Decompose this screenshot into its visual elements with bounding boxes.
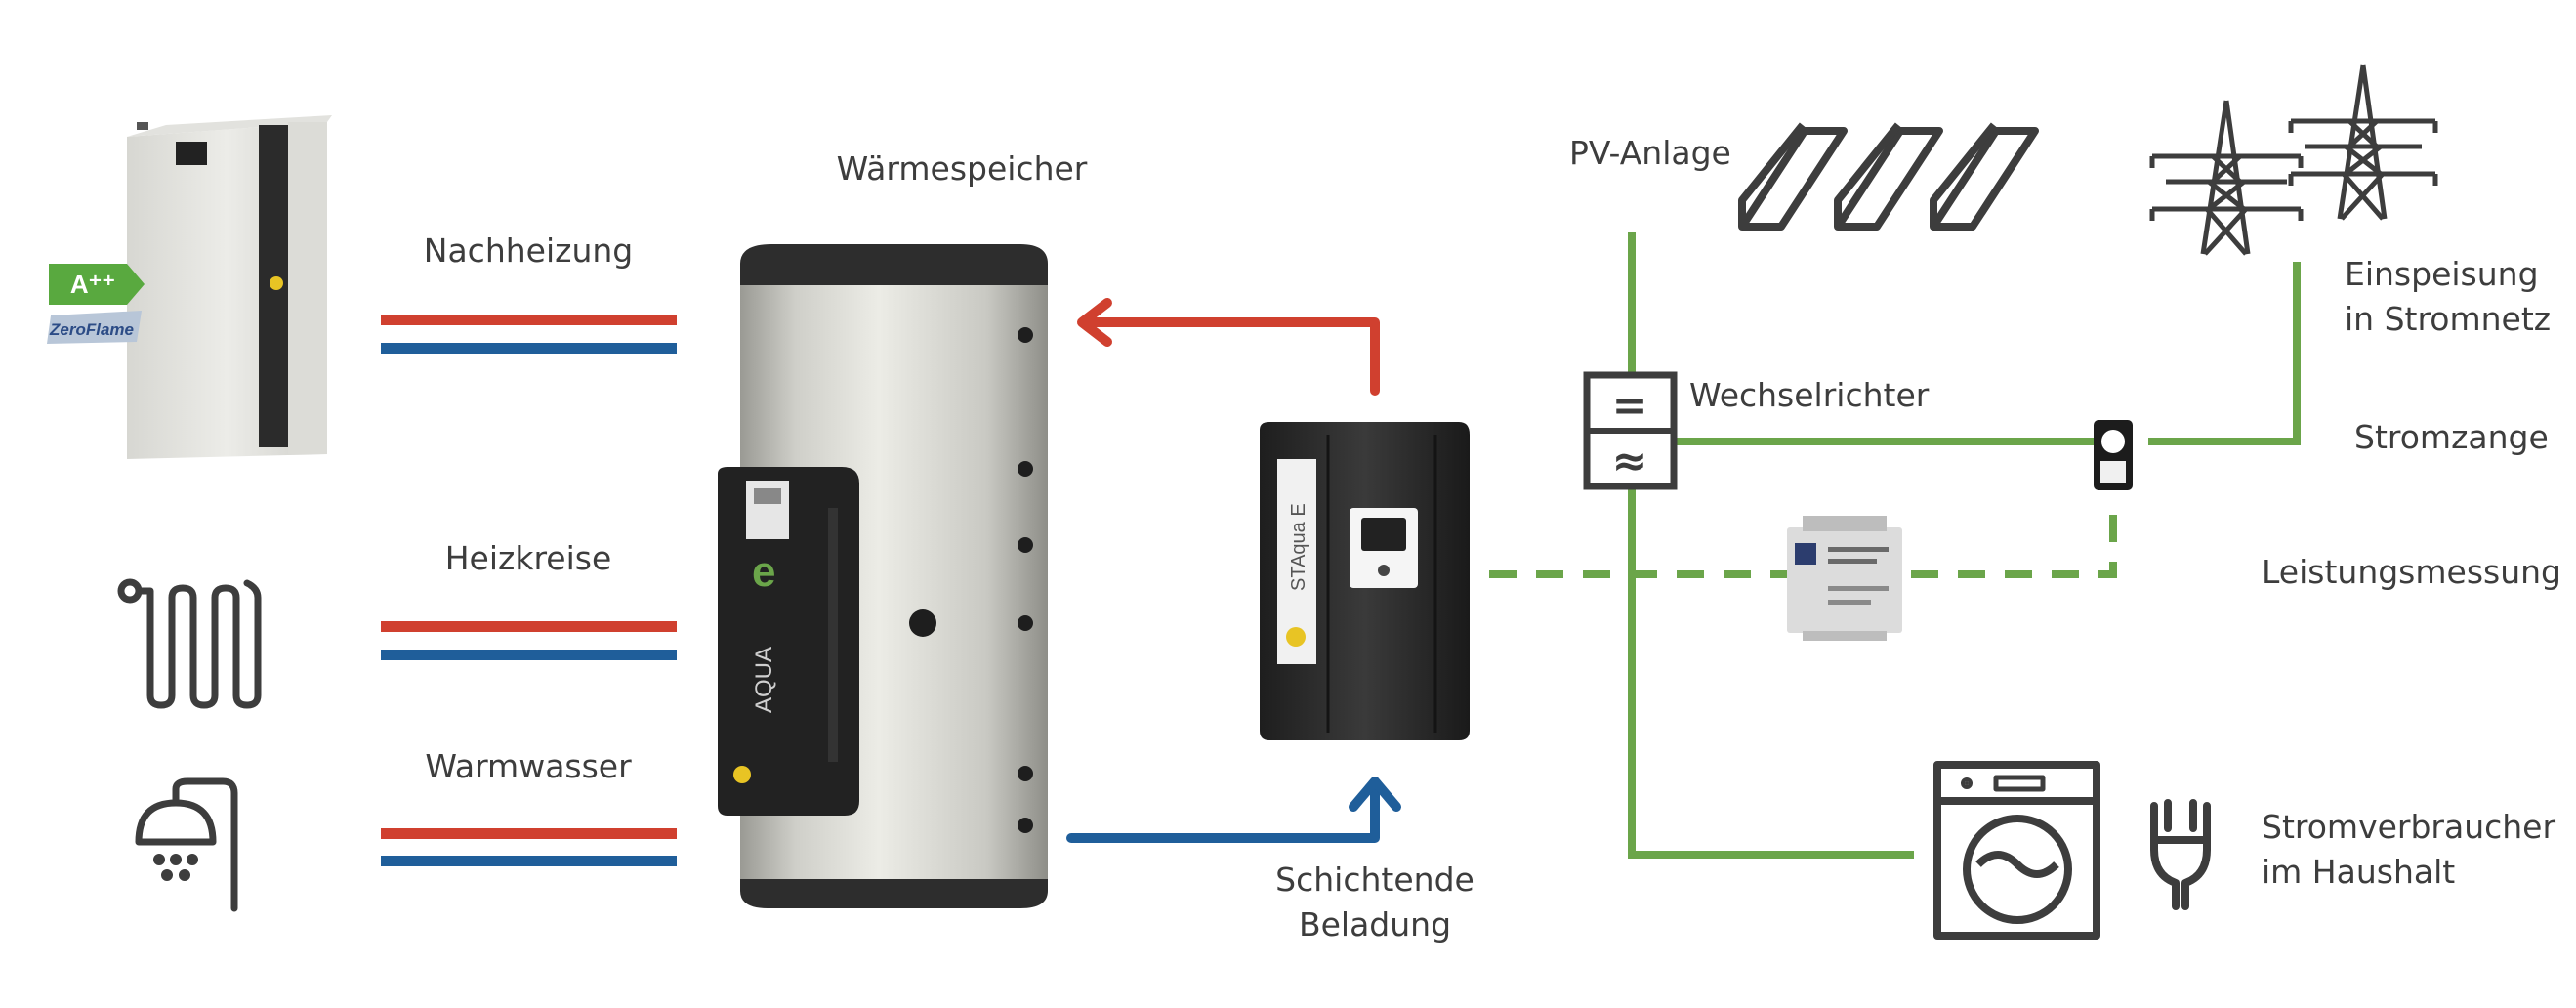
inverter-ac-symbol: ≈ bbox=[1612, 437, 1648, 486]
aqua-brand-text: AQUA bbox=[751, 647, 777, 713]
label-stromzange: Stromzange bbox=[2354, 418, 2549, 456]
clamp-meter-icon bbox=[2094, 420, 2133, 490]
label-wechselrichter: Wechselrichter bbox=[1689, 376, 1930, 414]
pipes-nachheizung bbox=[381, 315, 677, 354]
label-warmwasser: Warmwasser bbox=[425, 747, 632, 785]
power-meter-icon bbox=[1787, 516, 1902, 641]
label-schichtende-beladung: Schichtende Beladung bbox=[1275, 861, 1475, 944]
label-waermespeicher: Wärmespeicher bbox=[836, 149, 1088, 188]
label-stromverbraucher: Stromverbraucher im Haushalt bbox=[2262, 808, 2556, 891]
pipes-warmwasser bbox=[381, 828, 677, 866]
label-einspeisung: Einspeisung in Stromnetz bbox=[2345, 255, 2552, 338]
energy-class-text: A⁺⁺ bbox=[70, 270, 115, 299]
inverter-dc-symbol: = bbox=[1612, 381, 1648, 431]
washing-machine-icon bbox=[1933, 761, 2100, 940]
label-nachheizung: Nachheizung bbox=[423, 231, 634, 270]
solar-panels-icon bbox=[1738, 122, 2039, 231]
pipes-heizkreise bbox=[381, 621, 677, 660]
label-pv-anlage: PV-Anlage bbox=[1569, 134, 1731, 172]
aqua-logo-glyph: e bbox=[752, 548, 775, 596]
electric-lines bbox=[1489, 232, 2301, 859]
pellet-boiler bbox=[127, 115, 332, 459]
cold-flow-arrow bbox=[1066, 777, 1401, 843]
shower-icon bbox=[135, 777, 238, 912]
energy-label-badge: A⁺⁺ ZeroFlame bbox=[47, 264, 145, 344]
radiator-icon bbox=[117, 578, 262, 709]
plug-icon bbox=[2150, 799, 2211, 910]
label-leistungsmessung: Leistungsmessung bbox=[2262, 553, 2561, 591]
staqua-e-unit: STAqua E bbox=[1260, 422, 1470, 740]
hot-flow-arrow bbox=[1077, 298, 1380, 396]
staqua-brand-text: STAqua E bbox=[1288, 503, 1309, 591]
label-heizkreise: Heizkreise bbox=[444, 539, 612, 577]
inverter-icon: = ≈ bbox=[1583, 371, 1678, 490]
zeroflame-brand-text: ZeroFlame bbox=[49, 320, 134, 339]
power-pylon-icon bbox=[2149, 64, 2438, 256]
aqua-module: AQUA e bbox=[718, 467, 859, 816]
